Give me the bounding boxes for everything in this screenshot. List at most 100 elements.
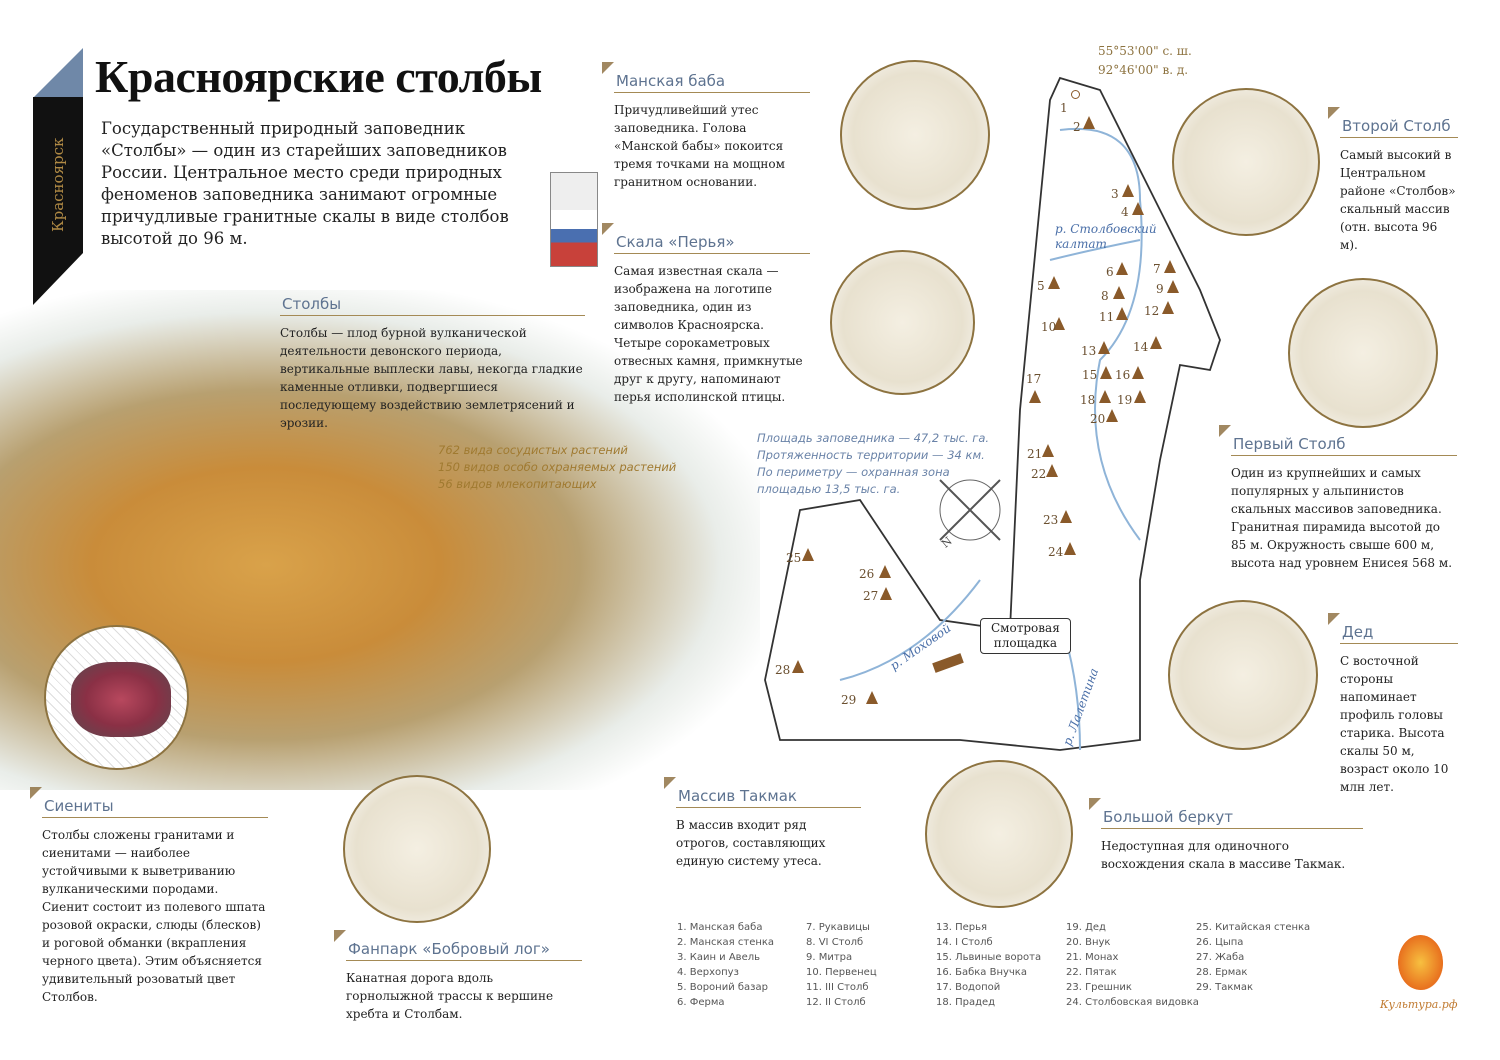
perya-image	[830, 250, 975, 395]
rock-marker-icon[interactable]	[1122, 184, 1134, 197]
legend-item: 25. Китайская стенка	[1196, 922, 1311, 933]
legend-column: 25. Китайская стенка 26. Цыпа 27. Жаба 28. …	[1196, 920, 1310, 995]
fanpark-section: Фанпарк «Бобровый лог»Канатная дорога вд…	[334, 930, 582, 1023]
marker-label: 21	[1027, 447, 1043, 461]
area-stats: Площадь заповедника — 47,2 тыс. га.Протя…	[757, 431, 990, 496]
marker-label: 24	[1048, 545, 1064, 559]
manskaya-baba-image	[840, 60, 990, 210]
marker-label: 18	[1080, 393, 1096, 407]
legend-item: 16. Бабка Внучка	[936, 967, 1027, 978]
rivers	[839, 127, 1143, 751]
syenite-stone-image	[44, 625, 189, 770]
rock-marker-icon[interactable]	[1060, 510, 1072, 523]
rock-marker-icon[interactable]	[1042, 444, 1054, 457]
compass-icon	[939, 479, 1001, 541]
legend-item: 1. Манская баба	[677, 922, 763, 933]
marker-label: 23	[1043, 513, 1059, 527]
marker-label: 4	[1121, 205, 1129, 219]
rock-marker-icon[interactable]	[1134, 390, 1146, 403]
marker-label: 26	[859, 567, 875, 581]
legend-item: 10. Первенец	[806, 967, 877, 978]
rock-marker-icon[interactable]	[1099, 390, 1111, 403]
rock-marker-icon[interactable]	[1164, 260, 1176, 273]
rock-marker-icon[interactable]	[1167, 280, 1179, 293]
marker-label: 8	[1101, 289, 1109, 303]
firebird-icon	[1398, 935, 1443, 990]
corner-triangle	[33, 48, 83, 98]
legend-item: 21. Монах	[1066, 952, 1119, 963]
legend-item: 26. Цыпа	[1196, 937, 1244, 948]
marker-label: 17	[1026, 372, 1042, 386]
legend-item: 5. Вороний базар	[677, 982, 768, 993]
legend-item: 6. Ферма	[677, 997, 725, 1008]
legend-column: 13. Перья 14. I Столб 15. Львиные ворота 16…	[936, 920, 1041, 1010]
marker-label: 20	[1090, 412, 1106, 426]
marker-label: 10	[1041, 320, 1057, 334]
legend-item: 18. Прадед	[936, 997, 996, 1008]
rock-marker-icon[interactable]	[880, 587, 892, 600]
legend-item: 27. Жаба	[1196, 952, 1245, 963]
rock-marker-icon[interactable]	[1029, 390, 1041, 403]
fanpark-image	[343, 775, 491, 923]
legend-item: 19. Дед	[1066, 922, 1106, 933]
legend-item: 13. Перья	[936, 922, 988, 933]
legend-item: 28. Ермак	[1196, 967, 1248, 978]
marker-label: 28	[775, 663, 791, 677]
perviy-stolb-image	[1288, 278, 1438, 428]
rock-marker-icon[interactable]	[1116, 307, 1128, 320]
rock-marker-icon[interactable]	[1048, 276, 1060, 289]
marker-label: 9	[1156, 282, 1164, 296]
rock-marker-icon[interactable]	[1150, 336, 1162, 349]
rock-marker-icon[interactable]	[1083, 116, 1095, 129]
marker-label: 6	[1106, 265, 1114, 279]
reserve-sign-illustration	[550, 172, 598, 267]
rock-marker-icon[interactable]	[1046, 464, 1058, 477]
marker-label: 27	[863, 589, 879, 603]
rock-marker-icon[interactable]	[1098, 341, 1110, 354]
rock-marker-icon[interactable]	[802, 548, 814, 561]
marker-label: 7	[1153, 262, 1161, 276]
marker-label: 2	[1073, 120, 1081, 134]
legend-item: 9. Митра	[806, 952, 853, 963]
perya-section: Скала «Перья»Самая известная скала — изо…	[602, 223, 810, 406]
marker-label: 14	[1133, 340, 1149, 354]
marker-label: 25	[786, 551, 802, 565]
marker-label: 3	[1111, 187, 1119, 201]
rock-marker-icon[interactable]	[1053, 317, 1065, 330]
city-label: Красноярск	[49, 137, 67, 233]
rock-marker-icon[interactable]	[879, 565, 891, 578]
marker-label: 5	[1037, 279, 1045, 293]
rock-marker-icon[interactable]	[1132, 366, 1144, 379]
rock-marker-icon[interactable]	[1064, 542, 1076, 555]
rock-marker-icon[interactable]	[1113, 286, 1125, 299]
legend-item: 7. Рукавицы	[806, 922, 870, 933]
legend-item: 2. Манская стенка	[677, 937, 775, 948]
legend-item: 22. Пятак	[1066, 967, 1117, 978]
legend-item: 29. Такмак	[1196, 982, 1254, 993]
legend-item: 15. Львиные ворота	[936, 952, 1042, 963]
rock-marker-icon[interactable]	[1116, 262, 1128, 275]
legend-item: 8. VI Столб	[806, 937, 864, 948]
marker-label: 29	[841, 693, 857, 707]
rock-marker-icon[interactable]	[866, 691, 878, 704]
vtoroy-stolb-image	[1172, 88, 1320, 236]
intro-text: Государственный природный заповедник «Ст…	[101, 119, 509, 248]
legend-item: 3. Каин и Авель	[677, 952, 761, 963]
legend-column: 7. Рукавицы 8. VI Столб 9. Митра 10. Первен…	[806, 920, 877, 1010]
legend-column: 1. Манская баба 2. Манская стенка 3. Каин …	[677, 920, 774, 1010]
marker-label: 15	[1082, 368, 1098, 382]
rock-marker-icon[interactable]	[792, 660, 804, 673]
rock-marker-icon[interactable]	[1162, 301, 1174, 314]
legend-item: 14. I Столб	[936, 937, 993, 948]
rock-marker-icon[interactable]	[1106, 409, 1118, 422]
legend-item: 17. Водопой	[936, 982, 1001, 993]
rock-marker-icon[interactable]	[1100, 366, 1112, 379]
legend-item: 12. II Столб	[806, 997, 866, 1008]
marker-label: 19	[1117, 393, 1133, 407]
rock-marker-icon[interactable]	[1132, 202, 1144, 215]
